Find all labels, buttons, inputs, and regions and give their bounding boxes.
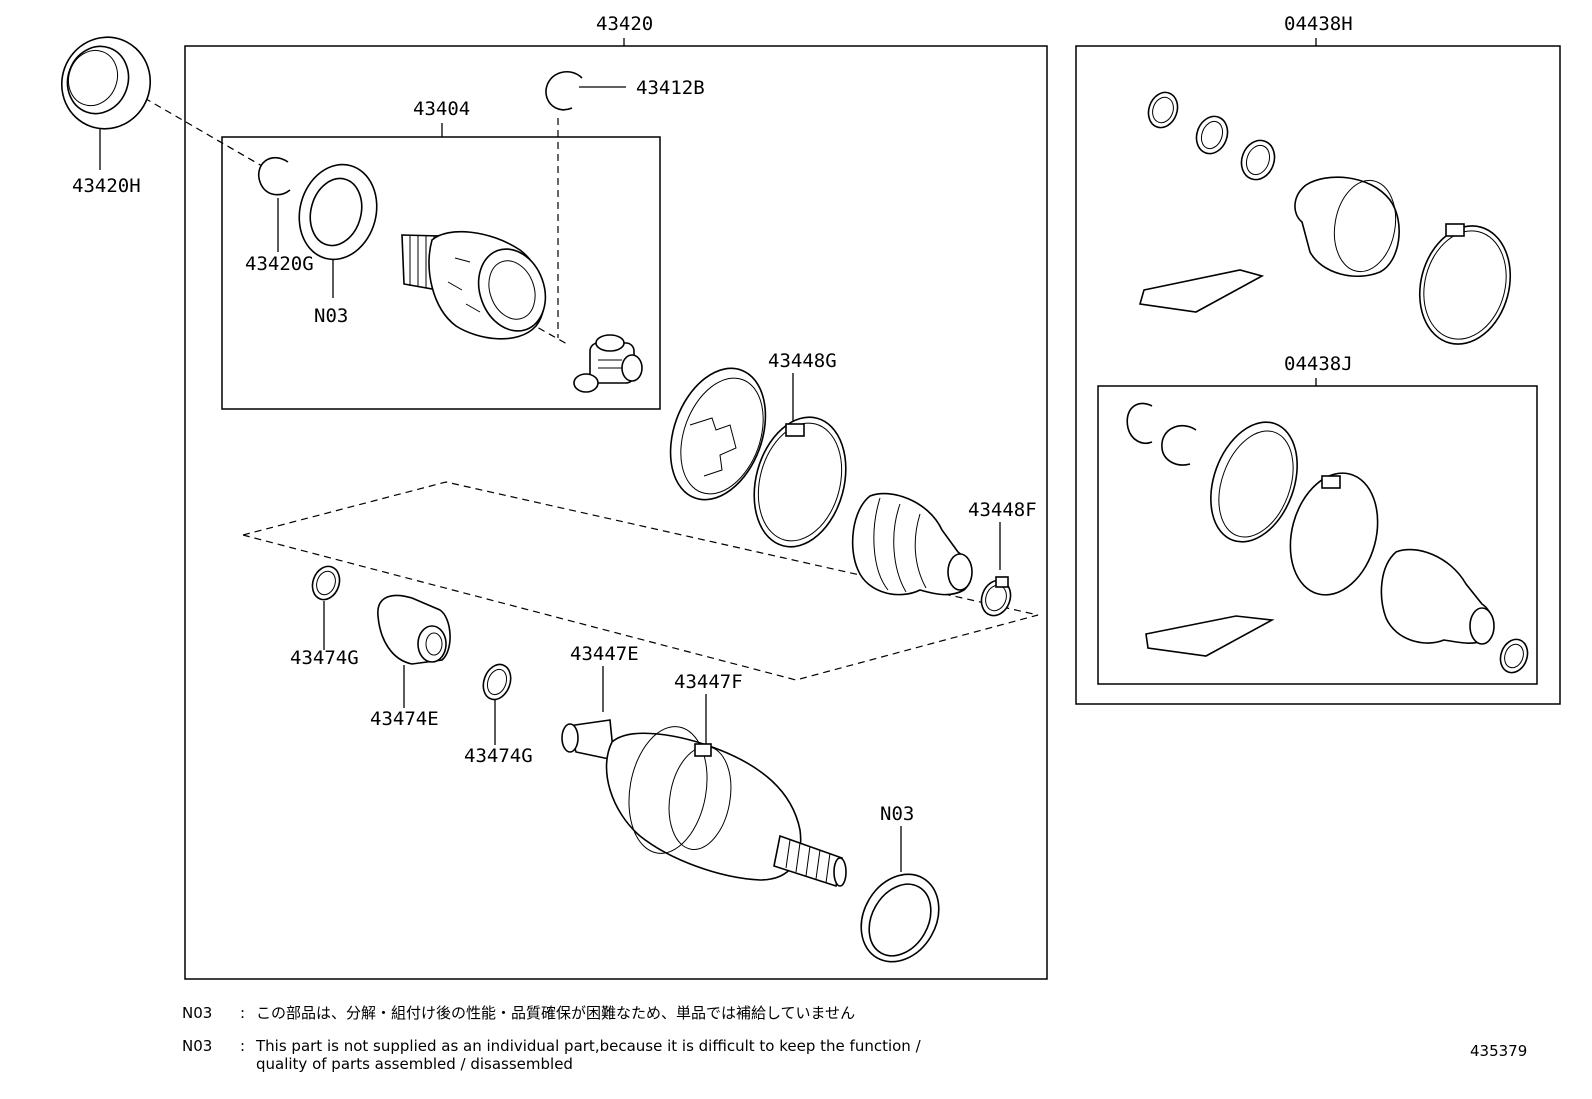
damper-clamp-right-part xyxy=(482,663,512,701)
kit-upper-parts xyxy=(1138,91,1512,345)
note-colon: : xyxy=(240,1037,246,1055)
subassembly-frame-43404 xyxy=(221,136,661,410)
inner-boot-part xyxy=(851,492,973,596)
note-code: N03 xyxy=(182,1037,213,1055)
leader-lines xyxy=(99,38,1317,872)
damper-part xyxy=(377,594,451,665)
snap-ring-top-part xyxy=(545,70,583,111)
note-code: N03 xyxy=(182,1004,213,1022)
label-boot-clamp-big: 43448G xyxy=(768,350,837,372)
label-kit-upper: 04438H xyxy=(1284,13,1353,35)
label-outer-clamp-small: 43447E xyxy=(570,643,639,665)
tripod-part xyxy=(573,334,643,393)
seal-ring-part xyxy=(298,163,378,261)
label-seal-ring-bottom: N03 xyxy=(880,803,914,825)
kit-frame-04438J xyxy=(1097,385,1538,685)
label-outer-clamp-big: 43447F xyxy=(674,671,743,693)
label-assembly-main: 43420 xyxy=(596,13,653,35)
outer-ring-part xyxy=(60,36,152,130)
kit-frame-04438H xyxy=(1075,45,1561,705)
damper-clamp-left-part xyxy=(311,565,341,601)
outer-joint-assembly-part xyxy=(561,719,847,888)
boot-clamp-big-part xyxy=(753,416,847,548)
note-english: N03: This part is not supplied as an indi… xyxy=(182,1037,921,1073)
label-damper-clamp-left: 43474G xyxy=(290,647,359,669)
assembly-frame-43420 xyxy=(184,45,1048,980)
inner-boot-flange-part xyxy=(669,367,767,501)
note-text: この部品は、分解・組付け後の性能・品質確保が困難なため、単品では補給していません xyxy=(256,1004,856,1022)
seal-ring-bottom-part xyxy=(860,873,940,963)
label-kit-lower: 04438J xyxy=(1284,353,1353,375)
label-boot-clamp-small: 43448F xyxy=(968,499,1037,521)
note-text: This part is not supplied as an individu… xyxy=(256,1037,921,1055)
label-inner-joint: 43404 xyxy=(413,98,470,120)
label-snap-ring-small: 43420G xyxy=(245,253,314,275)
note-text-continued: quality of parts assembled / disassemble… xyxy=(256,1055,573,1073)
note-japanese: N03: この部品は、分解・組付け後の性能・品質確保が困難なため、単品では補給して… xyxy=(182,1004,855,1022)
dashed-region-boot xyxy=(242,481,1039,681)
drawing-number: 435379 xyxy=(1470,1042,1528,1060)
note-colon: : xyxy=(240,1004,246,1022)
dashed-guide-tripod xyxy=(527,321,568,345)
label-outer-ring: 43420H xyxy=(72,175,141,197)
boot-clamp-small-part xyxy=(980,576,1012,617)
dashed-guide-outer-ring xyxy=(133,91,263,167)
inner-joint-housing-part xyxy=(401,230,547,340)
label-seal-ring: N03 xyxy=(314,305,348,327)
label-snap-ring-top: 43412B xyxy=(636,77,705,99)
label-damper-clamp-right: 43474G xyxy=(464,745,533,767)
snap-ring-small-part xyxy=(257,156,291,196)
label-damper: 43474E xyxy=(370,708,439,730)
kit-lower-parts xyxy=(1126,402,1529,674)
